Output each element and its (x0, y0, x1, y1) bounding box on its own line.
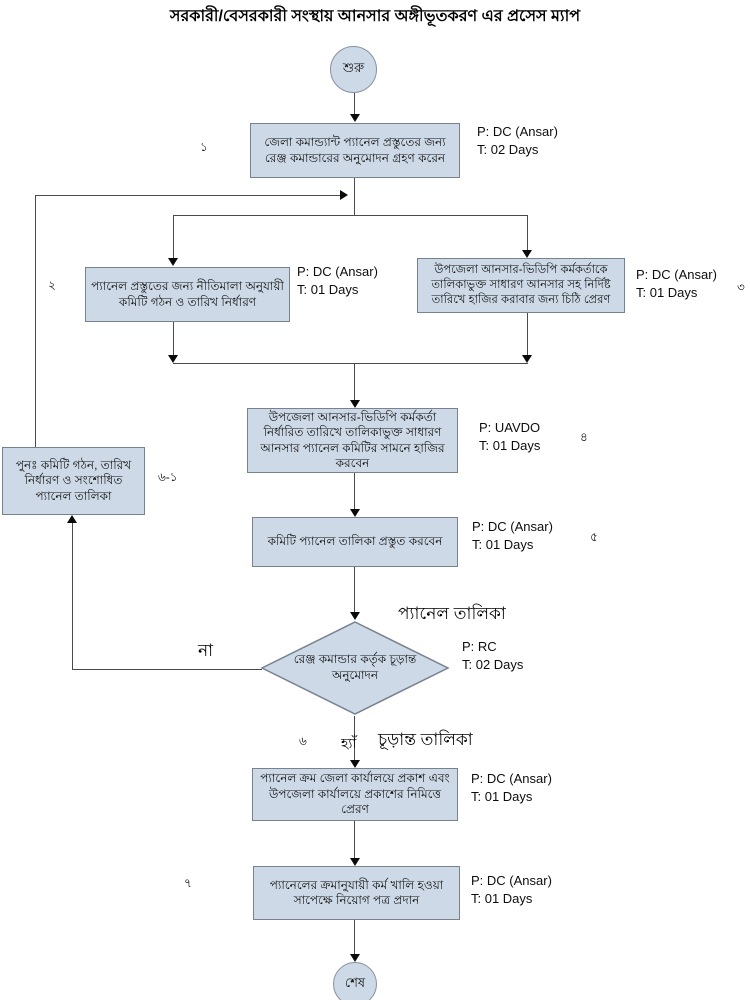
step1-annotation: P: DC (Ansar) T: 02 Days (477, 123, 558, 159)
decision-performer: P: RC (462, 639, 497, 654)
edge-decision-step6 (354, 716, 355, 761)
page-title: সরকারী/বেসরকারী সংস্থায় আনসার অঙ্গীভূতক… (169, 8, 581, 25)
arrowhead (340, 190, 348, 200)
step2-annotation: P: DC (Ansar) T: 01 Days (297, 263, 378, 299)
edge-split-step2 (173, 215, 174, 259)
arrowhead (350, 954, 360, 962)
edge-step2-merge (173, 322, 174, 356)
decision-diamond: রেঞ্জ কমান্ডার কর্তৃক চূড়ান্ত অনুমোদন (259, 620, 451, 716)
step2-number: ২ (48, 278, 56, 292)
step5-text: কমিটি প্যানেল তালিকা প্রস্তুত করবেন (267, 534, 443, 549)
rework-number: ৬-১ (158, 470, 178, 484)
step4-performer: P: UAVDO (479, 420, 541, 435)
step6-time: T: 01 Days (471, 789, 533, 805)
step7-annotation: P: DC (Ansar) T: 01 Days (471, 872, 552, 908)
merge-bar (173, 363, 528, 364)
arrowhead (350, 400, 360, 408)
edge-step5-decision (354, 567, 355, 613)
rework-text: পুনঃ কমিটি গঠন, তারিখ নির্ধারণ ও সংশোধিত… (15, 457, 132, 503)
step3-performer: P: DC (Ansar) (636, 267, 717, 282)
step7-box: প্যানেলের ক্রমানুযায়ী কর্ম খালি হওয়া স… (253, 866, 460, 920)
step1-text: জেলা কমান্ড্যান্ট প্যানেল প্রস্তুতের জন্… (264, 135, 446, 165)
arrowhead (522, 355, 532, 363)
step6-performer: P: DC (Ansar) (471, 771, 552, 786)
decision-time: T: 02 Days (462, 657, 524, 673)
yes-label: হ্যাঁ (341, 735, 357, 751)
edge-decision-no-h (72, 669, 262, 670)
step6-annotation: P: DC (Ansar) T: 01 Days (471, 770, 552, 806)
arrowhead (67, 515, 77, 523)
step2-box: প্যানেল প্রস্তুতের জন্য নীতিমালা অনুযায়… (85, 267, 290, 322)
step3-annotation: P: DC (Ansar) T: 01 Days (636, 266, 717, 302)
step2-text: প্যানেল প্রস্তুতের জন্য নীতিমালা অনুযায়… (91, 279, 284, 309)
edge-decision-no-v (72, 523, 73, 670)
step3-time: T: 01 Days (636, 285, 698, 301)
step4-annotation: P: UAVDO T: 01 Days (479, 419, 540, 455)
step6-box: প্যানেল ক্রম জেলা কার্যালয়ে প্রকাশ এবং … (252, 768, 458, 821)
edge-step7-end (354, 920, 355, 955)
step5-time: T: 01 Days (472, 537, 534, 553)
decision-text: রেঞ্জ কমান্ডার কর্তৃক চূড়ান্ত অনুমোদন (293, 652, 417, 682)
edge-split-step3 (527, 215, 528, 251)
step1-number: ১ (200, 140, 208, 154)
step7-time: T: 01 Days (471, 891, 533, 907)
edge-rework-return-v (35, 195, 36, 447)
no-label: না (198, 641, 214, 660)
arrowhead (168, 258, 178, 266)
edge-step6-step7 (354, 821, 355, 859)
end-node: শেষ (333, 962, 377, 1000)
panel-list-label: প্যানেল তালিকা (398, 604, 506, 623)
rework-box: পুনঃ কমিটি গঠন, তারিখ নির্ধারণ ও সংশোধিত… (2, 447, 145, 515)
step7-number: ৭ (184, 876, 192, 890)
step4-text: উপজেলা আনসার-ভিডিপি কর্মকর্তা নির্ধারিত … (260, 409, 445, 470)
edge-start-step1 (354, 93, 355, 115)
decision-number: ৬ (299, 734, 307, 748)
step5-box: কমিটি প্যানেল তালিকা প্রস্তুত করবেন (252, 517, 458, 567)
step5-number: ৫ (590, 530, 598, 544)
step3-box: উপজেলা আনসার-ভিডিপি কর্মকর্তাকে তালিকাভু… (417, 258, 625, 313)
edge-step3-merge (527, 313, 528, 356)
arrowhead (168, 355, 178, 363)
step3-number: ৩ (737, 280, 745, 294)
edge-merge-step4 (354, 363, 355, 401)
split-bar (173, 215, 528, 216)
step2-performer: P: DC (Ansar) (297, 264, 378, 279)
step5-annotation: P: DC (Ansar) T: 01 Days (472, 518, 553, 554)
step1-box: জেলা কমান্ড্যান্ট প্যানেল প্রস্তুতের জন্… (250, 123, 460, 178)
edge-step4-step5 (354, 473, 355, 510)
arrowhead (350, 114, 360, 122)
decision-annotation: P: RC T: 02 Days (462, 638, 523, 674)
step4-number: ৪ (580, 430, 588, 444)
step1-time: T: 02 Days (477, 142, 539, 158)
step1-performer: P: DC (Ansar) (477, 124, 558, 139)
step3-text: উপজেলা আনসার-ভিডিপি কর্মকর্তাকে তালিকাভু… (431, 264, 611, 306)
start-node: শুরু (330, 46, 377, 93)
step7-performer: P: DC (Ansar) (471, 873, 552, 888)
arrowhead (350, 858, 360, 866)
final-list-label: চূড়ান্ত তালিকা (378, 730, 473, 749)
step7-text: প্যানেলের ক্রমানুযায়ী কর্ম খালি হওয়া স… (269, 877, 444, 907)
step2-time: T: 01 Days (297, 282, 359, 298)
step5-performer: P: DC (Ansar) (472, 519, 553, 534)
start-label: শুরু (342, 60, 365, 75)
arrowhead (350, 760, 360, 768)
step4-time: T: 01 Days (479, 438, 541, 454)
step6-text: প্যানেল ক্রম জেলা কার্যালয়ে প্রকাশ এবং … (260, 771, 450, 817)
diamond-shape (260, 621, 450, 715)
arrowhead (522, 250, 532, 258)
arrowhead (350, 612, 360, 620)
step4-box: উপজেলা আনসার-ভিডিপি কর্মকর্তা নির্ধারিত … (247, 408, 458, 473)
arrowhead (350, 509, 360, 517)
edge-rework-return-h (35, 195, 340, 196)
edge-step1-split (354, 178, 355, 216)
end-label: শেষ (344, 974, 366, 990)
